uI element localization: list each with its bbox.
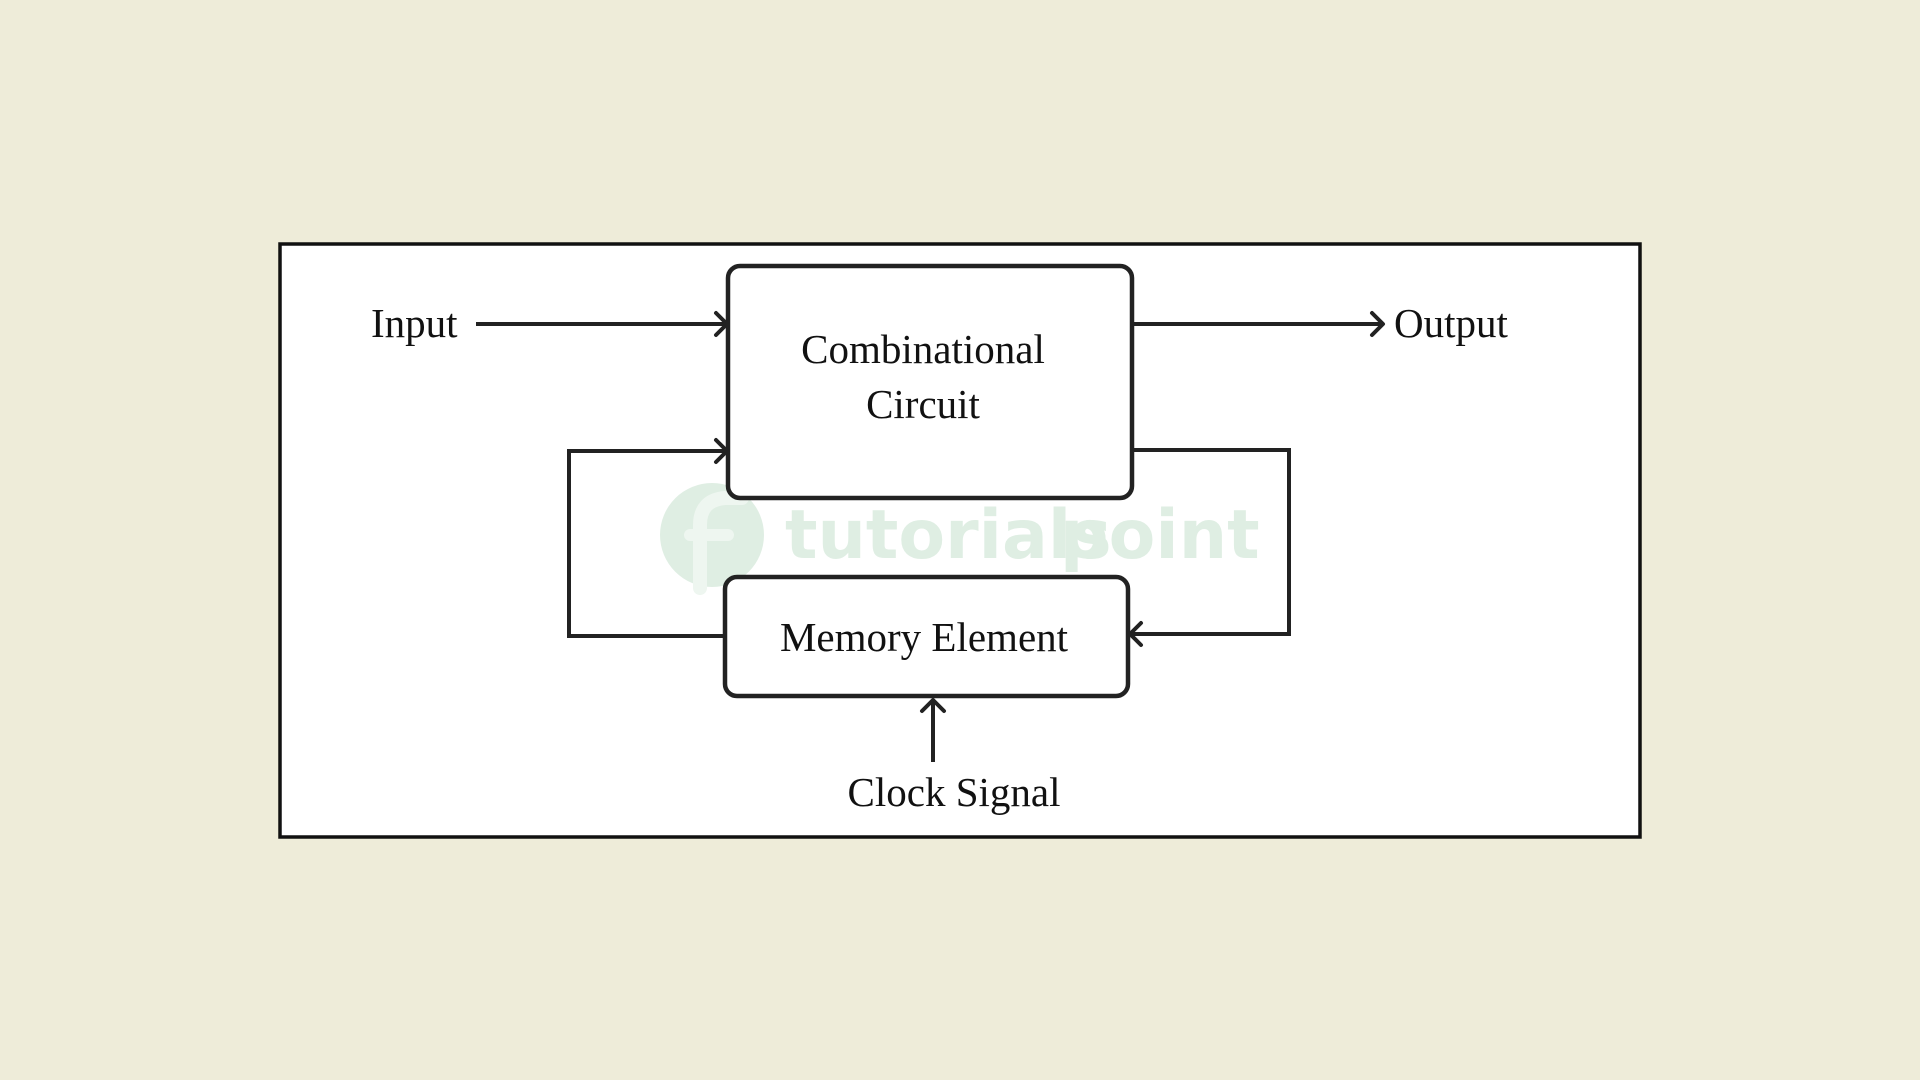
clock-connector [920, 698, 946, 762]
clock-signal-label: Clock Signal [848, 769, 1061, 815]
memory-element-block: Memory Element [722, 574, 1131, 699]
combinational-circuit-box [725, 263, 1135, 501]
memory-element-label: Memory Element [780, 614, 1069, 660]
combinational-circuit-block: Combinational Circuit [725, 263, 1135, 501]
watermark: tutorials point [660, 483, 1260, 595]
feedback-left-line [567, 449, 727, 638]
tutorialspoint-logo-icon [660, 483, 764, 595]
feedback-right-line [1130, 448, 1291, 636]
combinational-circuit-label-line1: Combinational [801, 326, 1045, 372]
memory-element-box [722, 574, 1131, 699]
watermark-text-point: point [1060, 496, 1260, 575]
output-connector [1133, 311, 1385, 337]
clock-arrowhead-icon [920, 698, 946, 713]
watermark-text-tutorials: tutorials [785, 496, 1112, 575]
diagram-panel-border [278, 242, 1642, 839]
input-label: Input [371, 300, 458, 346]
output-arrowhead-icon [1370, 311, 1385, 337]
combinational-circuit-label-line2: Circuit [866, 381, 980, 427]
output-label: Output [1394, 300, 1509, 346]
